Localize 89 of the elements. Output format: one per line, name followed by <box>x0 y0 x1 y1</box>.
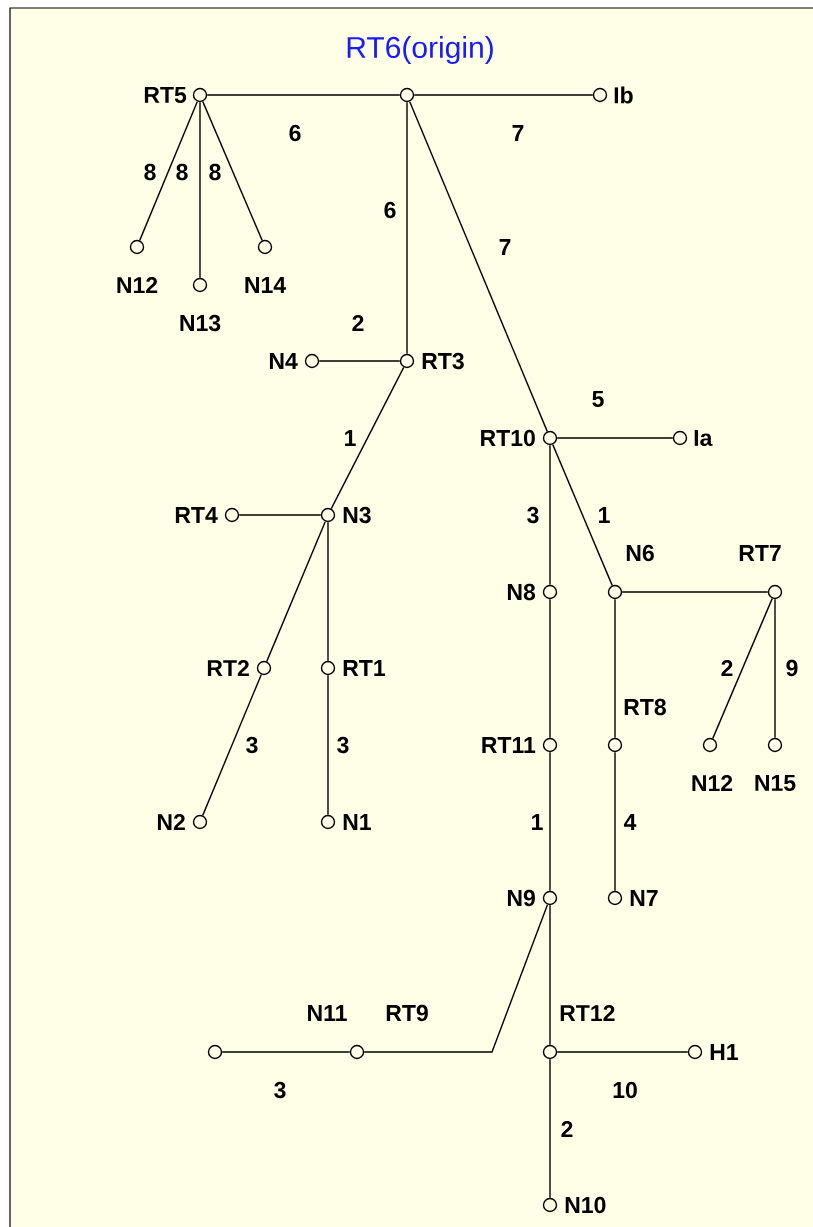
link-line <box>327 521 329 662</box>
link-line <box>413 94 594 96</box>
router-node: H1 <box>687 1044 738 1060</box>
node-label: N6 <box>626 544 654 562</box>
router-node: RT6(origin) <box>347 36 493 103</box>
router-node: RT4 <box>175 507 240 523</box>
node-label: N12 <box>692 774 733 792</box>
link-line <box>327 674 329 816</box>
router-node: N7 <box>607 890 658 906</box>
router-node: RT7 <box>739 545 783 600</box>
router-node: N14 <box>245 239 286 293</box>
node-label: N13 <box>180 314 221 332</box>
node-label: N1 <box>343 814 371 830</box>
link-line <box>206 94 401 96</box>
node-label: RT6(origin) <box>347 36 493 64</box>
node-label: N9 <box>507 889 535 907</box>
link-line <box>712 597 773 740</box>
router-node: N15 <box>755 737 796 792</box>
router-node: N12 <box>117 239 158 294</box>
link-line <box>549 751 551 892</box>
link-line <box>621 591 769 593</box>
node-label: N12 <box>117 276 158 294</box>
router-node: RT2 <box>207 660 272 677</box>
router-node: RT1 <box>320 660 385 676</box>
node-label: N8 <box>507 583 536 601</box>
link-line <box>199 101 201 279</box>
node-label: RT3 <box>422 352 464 370</box>
router-node: N1 <box>320 814 371 830</box>
link-line <box>774 598 776 739</box>
link-line <box>139 100 198 242</box>
link-line <box>556 437 674 439</box>
node-label: RT8 <box>624 698 666 716</box>
router-node: N6 <box>607 544 654 600</box>
router-node: N9 <box>507 889 558 907</box>
node-label: Ib <box>614 86 633 104</box>
router-label: RT9 <box>386 1004 428 1022</box>
link-line <box>549 1058 551 1199</box>
node-label: N14 <box>245 277 286 293</box>
node-label: N7 <box>630 890 658 906</box>
router-node: N2 <box>157 814 208 831</box>
node-label: N11 <box>308 1005 347 1021</box>
router-node: N11 <box>308 1005 365 1060</box>
router-node: N10 <box>542 1196 606 1214</box>
node-label: N4 <box>269 353 298 369</box>
link-line <box>614 598 616 739</box>
link-line <box>406 101 408 355</box>
router-node: N3 <box>320 506 371 524</box>
node-label: N15 <box>755 774 796 792</box>
router-node: RT11 <box>482 737 558 753</box>
router-node: RT5 <box>144 87 208 104</box>
router-node: RT3 <box>399 352 464 370</box>
link-line <box>330 366 405 510</box>
router-node: RT10 <box>481 429 558 447</box>
router-node: N13 <box>180 277 221 332</box>
router-node: RT8 <box>607 698 666 753</box>
node-label: N3 <box>343 506 371 524</box>
node-label: RT12 <box>560 1004 615 1022</box>
link-line <box>549 444 551 586</box>
node-label: RT7 <box>739 545 781 561</box>
link-line <box>556 1051 689 1053</box>
link-line <box>549 598 551 739</box>
link-line <box>363 904 549 1053</box>
router-node: Ia <box>672 430 713 447</box>
link-line <box>549 904 551 1046</box>
link-line <box>552 443 613 587</box>
node-label: N2 <box>157 813 185 831</box>
router-node: Ib <box>592 86 633 104</box>
link-line <box>266 520 326 663</box>
link-line <box>202 100 263 242</box>
router-node: N12 <box>692 737 733 792</box>
link-line <box>238 514 322 516</box>
node-label: RT2 <box>207 659 249 677</box>
node-label: RT4 <box>175 507 218 523</box>
link-line <box>614 751 616 892</box>
node-label: RT11 <box>482 737 536 753</box>
node-label: H1 <box>710 1044 738 1060</box>
node-label: Ia <box>694 429 713 447</box>
node-label: N10 <box>565 1196 606 1214</box>
node-label: RT5 <box>144 86 187 104</box>
router-node: N8 <box>507 583 558 601</box>
node-label: RT1 <box>343 660 386 676</box>
node-label: RT10 <box>481 429 535 447</box>
router-node: RT12 <box>542 1005 615 1060</box>
link-line <box>409 100 548 433</box>
link-line <box>221 1051 351 1053</box>
router-node: N4 <box>269 353 320 369</box>
router-node <box>207 1044 223 1060</box>
link-line <box>202 673 262 817</box>
link-line <box>318 360 401 362</box>
